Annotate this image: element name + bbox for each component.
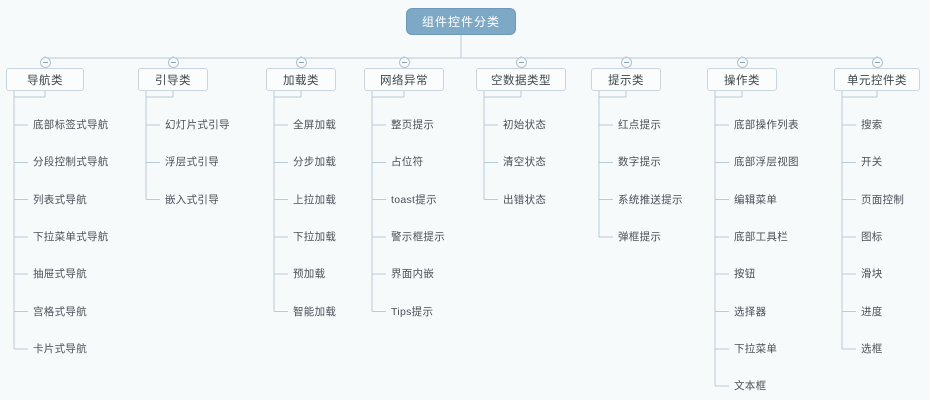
category-node-7[interactable]: 单元控件类 xyxy=(834,68,920,91)
collapse-toggle-icon-1[interactable] xyxy=(167,56,179,68)
leaf-node[interactable]: 下拉菜单 xyxy=(734,342,778,355)
leaf-node[interactable]: 下拉加载 xyxy=(293,230,337,243)
leaf-node[interactable]: 选择器 xyxy=(734,305,767,318)
leaf-node[interactable]: toast提示 xyxy=(391,193,437,206)
leaf-node[interactable]: 底部浮层视图 xyxy=(734,156,799,169)
leaf-node[interactable]: 清空状态 xyxy=(503,156,547,169)
leaf-node[interactable]: 按钮 xyxy=(734,268,756,281)
leaf-node[interactable]: 进度 xyxy=(861,305,883,318)
leaf-node[interactable]: 初始状态 xyxy=(503,119,547,131)
collapse-toggle-icon-7[interactable] xyxy=(871,56,883,68)
leaf-node[interactable]: 幻灯片式引导 xyxy=(165,119,230,131)
leaf-node[interactable]: 底部操作列表 xyxy=(734,119,799,131)
leaf-node[interactable]: 开关 xyxy=(861,156,883,169)
collapse-toggle-icon-2[interactable] xyxy=(295,56,307,68)
leaf-node[interactable]: 下拉菜单式导航 xyxy=(33,230,109,243)
leaf-node[interactable]: Tips提示 xyxy=(391,305,434,318)
leaf-node[interactable]: 嵌入式引导 xyxy=(165,193,219,206)
category-node-6[interactable]: 操作类 xyxy=(707,68,777,91)
leaf-node[interactable]: 系统推送提示 xyxy=(618,193,683,206)
leaf-node[interactable]: 出错状态 xyxy=(503,193,547,206)
leaf-node[interactable]: 警示框提示 xyxy=(391,230,445,243)
leaf-node[interactable]: 卡片式导航 xyxy=(33,342,87,355)
leaf-node[interactable]: 搜索 xyxy=(861,119,883,131)
collapse-toggle-icon-0[interactable] xyxy=(39,56,51,68)
leaf-node[interactable]: 全屏加载 xyxy=(293,119,337,131)
leaf-node[interactable]: 宫格式导航 xyxy=(33,305,87,318)
category-node-0[interactable]: 导航类 xyxy=(6,68,84,91)
leaf-node[interactable]: 滑块 xyxy=(861,268,883,281)
collapse-toggle-icon-4[interactable] xyxy=(515,56,527,68)
leaf-node[interactable]: 占位符 xyxy=(391,156,424,169)
category-node-1[interactable]: 引导类 xyxy=(138,68,208,91)
leaf-node[interactable]: 弹框提示 xyxy=(618,230,662,243)
leaf-node[interactable]: 抽屉式导航 xyxy=(33,268,87,281)
category-node-5[interactable]: 提示类 xyxy=(591,68,661,91)
leaf-node[interactable]: 整页提示 xyxy=(391,119,435,131)
category-node-2[interactable]: 加载类 xyxy=(266,68,336,91)
leaf-node[interactable]: 预加载 xyxy=(293,268,326,281)
leaf-node[interactable]: 文本框 xyxy=(734,380,767,393)
leaf-node[interactable]: 页面控制 xyxy=(861,193,905,206)
leaf-node[interactable]: 分步加载 xyxy=(293,156,337,169)
leaf-node[interactable]: 编辑菜单 xyxy=(734,193,778,206)
category-node-4[interactable]: 空数据类型 xyxy=(476,68,566,91)
root-node[interactable]: 组件控件分类 xyxy=(406,8,516,35)
collapse-toggle-icon-5[interactable] xyxy=(620,56,632,68)
collapse-toggle-icon-3[interactable] xyxy=(398,56,410,68)
leaf-node[interactable]: 界面内嵌 xyxy=(391,268,435,281)
leaf-node[interactable]: 智能加载 xyxy=(293,305,337,318)
leaf-node[interactable]: 红点提示 xyxy=(618,119,662,131)
leaf-node[interactable]: 底部工具栏 xyxy=(734,230,788,243)
leaf-node[interactable]: 列表式导航 xyxy=(33,193,87,206)
leaf-node[interactable]: 数字提示 xyxy=(618,156,662,169)
category-node-3[interactable]: 网络异常 xyxy=(364,68,444,91)
leaf-node[interactable]: 上拉加载 xyxy=(293,193,337,206)
leaf-node[interactable]: 选框 xyxy=(861,342,883,355)
collapse-toggle-icon-6[interactable] xyxy=(736,56,748,68)
leaf-node[interactable]: 图标 xyxy=(861,230,883,243)
leaf-node[interactable]: 浮层式引导 xyxy=(165,156,219,169)
leaf-node[interactable]: 底部标签式导航 xyxy=(33,119,109,131)
leaf-node[interactable]: 分段控制式导航 xyxy=(33,156,109,169)
